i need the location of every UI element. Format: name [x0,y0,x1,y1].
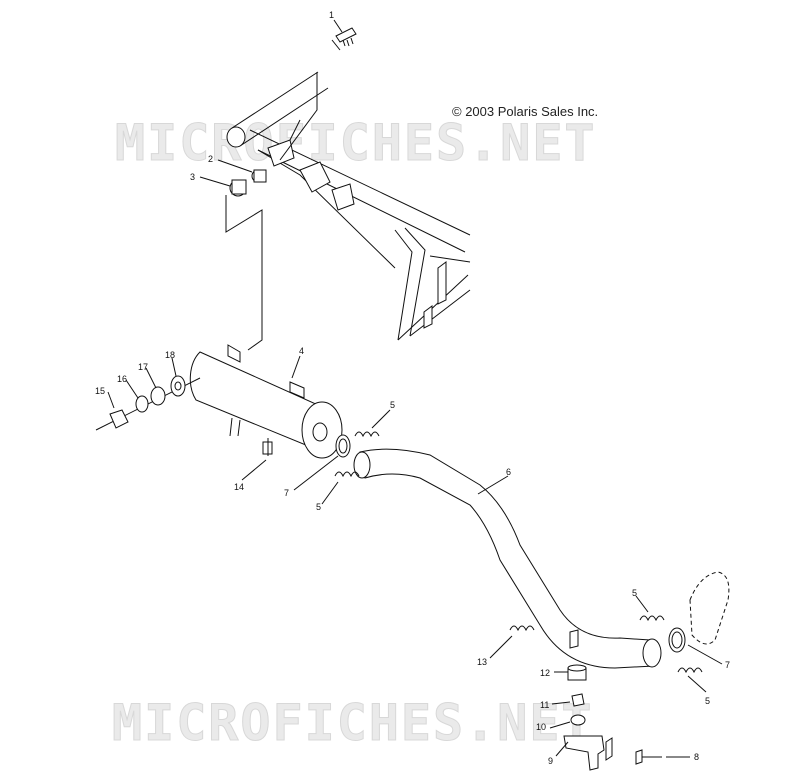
callout-3: 3 [190,172,195,182]
gasket-part [335,434,686,653]
callout-2: 2 [208,154,213,164]
callout-10: 10 [536,722,546,732]
nut-washer-stack [109,375,186,429]
callout-17: 17 [138,362,148,372]
callout-9: 9 [548,756,553,766]
callout-11: 11 [540,700,549,710]
callout-5c: 5 [632,588,637,598]
head-pipe-part [353,448,662,669]
callout-7a: 7 [284,488,289,498]
callout-1: 1 [329,10,334,20]
callout-13: 13 [477,657,487,667]
bracket-hardware [563,664,662,771]
frame-drawing [225,71,471,351]
callout-16: 16 [117,374,127,384]
callout-4: 4 [299,346,304,356]
copyright-text: © 2003 Polaris Sales Inc. [452,104,598,119]
callout-5a: 5 [390,400,395,410]
callout-7b: 7 [725,660,730,670]
bolt-14-part [262,438,273,456]
bushing-part [229,169,267,197]
watermark-bottom: MICROFICHES.NET [112,694,594,752]
bolt-part [331,27,357,51]
callout-12: 12 [540,668,550,678]
callout-14: 14 [234,482,244,492]
watermark-top: MICROFICHES.NET [115,114,597,172]
engine-flange-outline [689,571,730,645]
callout-6: 6 [506,467,511,477]
callout-leaders [107,19,723,758]
muffler-part [189,344,343,459]
callout-8: 8 [694,752,699,762]
callout-15: 15 [95,386,105,396]
callout-18: 18 [165,350,175,360]
spring-part [334,431,703,674]
callout-5b: 5 [316,502,321,512]
callout-5d: 5 [705,696,710,706]
callout-numbers: 1 2 3 4 5 5 5 5 6 7 7 8 9 10 11 12 13 14… [95,10,730,766]
